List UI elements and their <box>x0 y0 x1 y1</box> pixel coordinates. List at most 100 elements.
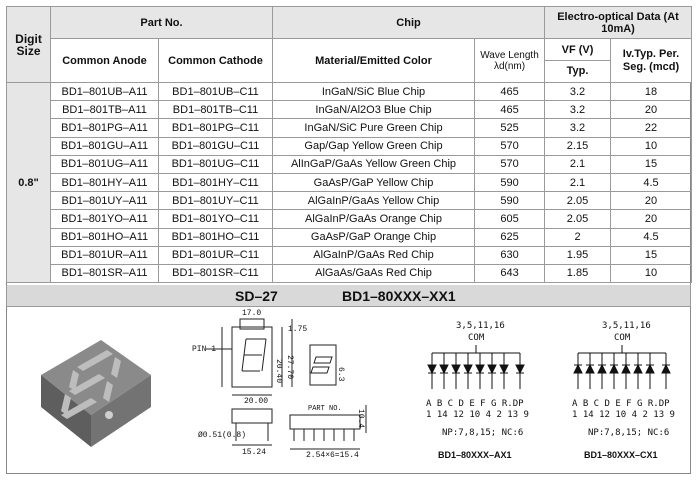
table-row: BD1–801HY–A11 BD1–801HY–C11 GaAsP/GaP Ye… <box>7 172 693 193</box>
chip-cell: AlGaInP/GaAs Red Chip <box>272 245 475 265</box>
wavelength-cell: 625 <box>473 227 546 247</box>
anode-cell: BD1–801SR–A11 <box>50 263 159 284</box>
chip-cell: Gap/Gap Yellow Green Chip <box>272 136 475 156</box>
circuit-c-letters: A B C D E F G R.DP <box>572 399 670 409</box>
eo-data-header: Electro-optical Data (At 10mA) <box>544 6 693 39</box>
dim-depth: 10.4 <box>356 409 365 429</box>
anode-cell: BD1–801HY–A11 <box>50 172 159 193</box>
vf-typ-label: Typ. <box>566 64 589 77</box>
package-code: SD–27 <box>235 288 278 304</box>
table-row: BD1–801UG–A11 BD1–801UG–C11 AlInGaP/GaAs… <box>7 154 693 174</box>
dim-top: 17.0 <box>242 309 262 318</box>
chip-cell: GaAsP/GaP Yellow Chip <box>272 172 475 193</box>
material-header: Material/Emitted Color <box>272 38 475 83</box>
iv-cell: 4.5 <box>610 227 693 247</box>
chip-cell: InGaN/SiC Pure Green Chip <box>272 118 475 138</box>
chip-cell: AlGaInP/GaAs Yellow Chip <box>272 191 475 211</box>
wavelength-cell: 590 <box>473 172 546 193</box>
dimension-drawing <box>206 318 367 450</box>
vf-cell: 1.95 <box>544 245 612 265</box>
vf-cell: 2.05 <box>544 191 612 211</box>
circuit-c-com: COM <box>614 333 631 343</box>
anode-cell: BD1–801PG–A11 <box>50 118 159 138</box>
spec-table: Digit Size Part No. Chip Electro-optical… <box>6 6 693 284</box>
vf-cell: 3.2 <box>544 118 612 138</box>
vf-cell: 3.2 <box>544 100 612 120</box>
drawings-area: PIN 1 17.0 1.75 20.40 27.70 20.00 Ø0.51(… <box>6 307 691 474</box>
iv-cell: 10 <box>610 263 693 284</box>
circuit-c-caption: BD1–80XXX–CX1 <box>584 450 658 460</box>
dim-h2: 27.70 <box>285 355 294 380</box>
anode-cell: BD1–801GU–A11 <box>50 136 159 156</box>
chip-cell: AlInGaP/GaAs Yellow Green Chip <box>272 154 475 174</box>
dim-small: 6.3 <box>336 367 345 382</box>
table-row: BD1–801UY–A11 BD1–801UY–C11 AlGaInP/GaAs… <box>7 191 693 211</box>
iv-cell: 4.5 <box>610 172 693 193</box>
part-no-label: PART NO. <box>308 405 342 413</box>
vf-cell: 2.1 <box>544 154 612 174</box>
cathode-cell: BD1–801GU–C11 <box>158 136 273 156</box>
table-row: 0.8" BD1–801UB–A11 BD1–801UB–C11 InGaN/S… <box>6 81 693 284</box>
digit-size-value: 0.8" <box>6 81 51 284</box>
wavelength-cell: 570 <box>473 154 546 174</box>
iv-cell: 10 <box>610 136 693 156</box>
cathode-cell: BD1–801PG–C11 <box>158 118 273 138</box>
cathode-cell: BD1–801YO–C11 <box>158 209 273 229</box>
chip-cell: GaAsP/GaP Orange Chip <box>272 227 475 247</box>
circuit-c-np: NP:7,8,15; NC:6 <box>588 428 670 438</box>
wavelength-label: Wave Length <box>480 49 539 61</box>
wavelength-unit: λd(nm) <box>493 60 526 72</box>
iv-cell: 20 <box>610 100 693 120</box>
circuit-a-com-pins: 3,5,11,16 <box>456 321 505 331</box>
chip-cell: AlGaInP/GaAs Orange Chip <box>272 209 475 229</box>
digit-size-header: Digit Size <box>6 6 51 83</box>
wavelength-cell: 605 <box>473 209 546 229</box>
circuit-c-diagram <box>573 345 671 389</box>
chip-cell: AlGaAs/GaAs Red Chip <box>272 263 475 284</box>
dim-h1: 20.40 <box>274 359 283 384</box>
table-row: BD1–801HO–A11 BD1–801HO–C11 GaAsP/GaP Or… <box>7 227 693 247</box>
table-row: BD1–801PG–A11 BD1–801PG–C11 InGaN/SiC Pu… <box>7 118 693 138</box>
dim-pitch: 2.54×6=15.4 <box>306 451 359 460</box>
model-code: BD1–80XXX–XX1 <box>342 288 456 304</box>
anode-cell: BD1–801TB–A11 <box>50 100 159 120</box>
cathode-cell: BD1–801UB–C11 <box>158 81 273 102</box>
iv-cell: 15 <box>610 245 693 265</box>
wavelength-cell: 525 <box>473 118 546 138</box>
anode-cell: BD1–801UY–A11 <box>50 191 159 211</box>
circuit-c-numbers: 1 14 12 10 4 2 13 9 <box>572 410 675 420</box>
cathode-cell: BD1–801UY–C11 <box>158 191 273 211</box>
wavelength-cell: 465 <box>473 81 546 102</box>
circuit-a-letters: A B C D E F G R.DP <box>426 399 524 409</box>
dim-pin: Ø0.51(0.8) <box>198 431 247 440</box>
dim-width: 20.00 <box>244 397 269 406</box>
anode-cell: BD1–801YO–A11 <box>50 209 159 229</box>
vf-header: VF (V) Typ. <box>544 38 612 83</box>
anode-cell: BD1–801UR–A11 <box>50 245 159 265</box>
model-bar: SD–27 BD1–80XXX–XX1 <box>6 285 691 307</box>
vf-cell: 1.85 <box>544 263 612 284</box>
cathode-cell: BD1–801UG–C11 <box>158 154 273 174</box>
chip-header: Chip <box>271 6 546 39</box>
circuit-c-com-pins: 3,5,11,16 <box>602 321 651 331</box>
display-photo <box>41 340 151 447</box>
circuit-a-numbers: 1 14 12 10 4 2 13 9 <box>426 410 529 420</box>
cathode-cell: BD1–801UR–C11 <box>158 245 273 265</box>
circuit-a-np: NP:7,8,15; NC:6 <box>442 428 524 438</box>
circuit-a-diagram <box>427 345 525 389</box>
wavelength-cell: 465 <box>473 100 546 120</box>
wavelength-cell: 630 <box>473 245 546 265</box>
table-row: BD1–801YO–A11 BD1–801YO–C11 AlGaInP/GaAs… <box>7 209 693 229</box>
iv-cell: 15 <box>610 154 693 174</box>
wavelength-cell: 590 <box>473 191 546 211</box>
table-row: BD1–801GU–A11 BD1–801GU–C11 Gap/Gap Yell… <box>7 136 693 156</box>
chip-cell: InGaN/Al2O3 Blue Chip <box>272 100 475 120</box>
vf-cell: 2 <box>544 227 612 247</box>
cathode-cell: BD1–801SR–C11 <box>158 263 273 284</box>
iv-cell: 22 <box>610 118 693 138</box>
iv-cell: 20 <box>610 209 693 229</box>
common-anode-header: Common Anode <box>50 38 159 83</box>
table-row: BD1–801SR–A11 BD1–801SR–C11 AlGaAs/GaAs … <box>7 263 693 284</box>
chip-cell: InGaN/SiC Blue Chip <box>272 81 475 102</box>
circuit-a-caption: BD1–80XXX–AX1 <box>438 450 512 460</box>
